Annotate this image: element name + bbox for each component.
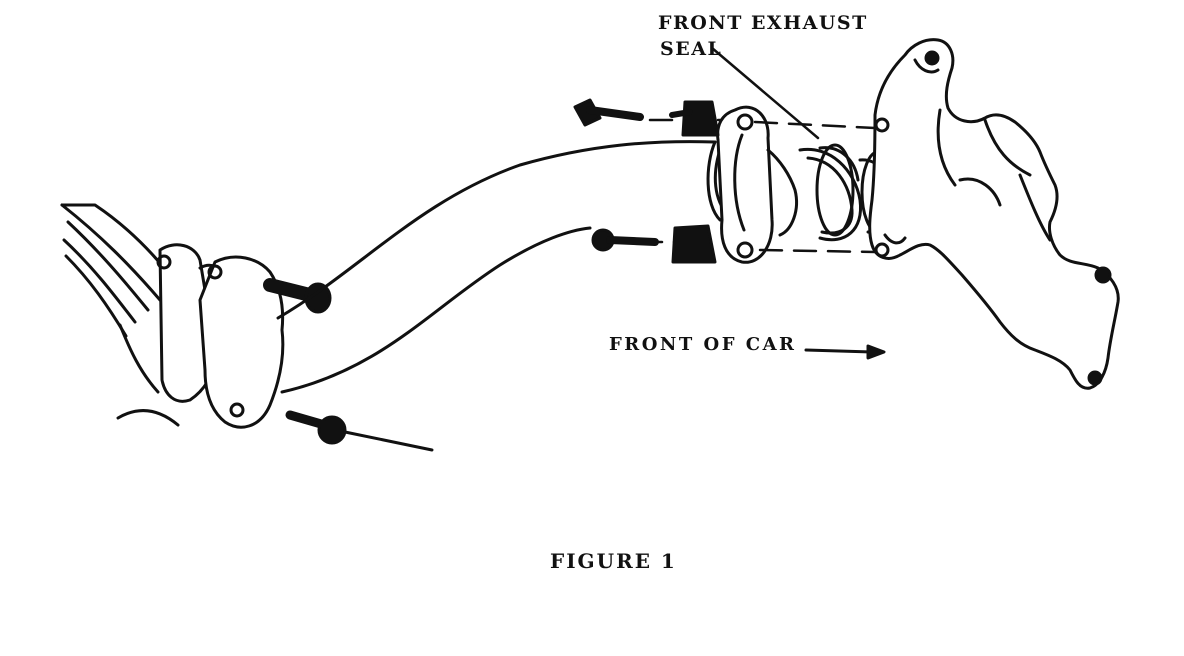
rear-pipe-section [60, 203, 180, 427]
rear-bolt [285, 410, 434, 452]
seal-label-line2: SEAL [660, 38, 723, 60]
upper-bolt [573, 98, 720, 137]
front-arrow [804, 344, 886, 360]
exhaust-manifold [868, 38, 1120, 390]
front-of-car-label: FRONT OF CAR [609, 334, 797, 355]
rear-flange [156, 243, 285, 429]
lower-bolt [591, 224, 717, 264]
seal-label-line1: FRONT EXHAUST [658, 12, 868, 34]
figure-caption: FIGURE 1 [550, 549, 677, 573]
seal-leader-line [710, 46, 820, 140]
front-flange [716, 105, 798, 264]
